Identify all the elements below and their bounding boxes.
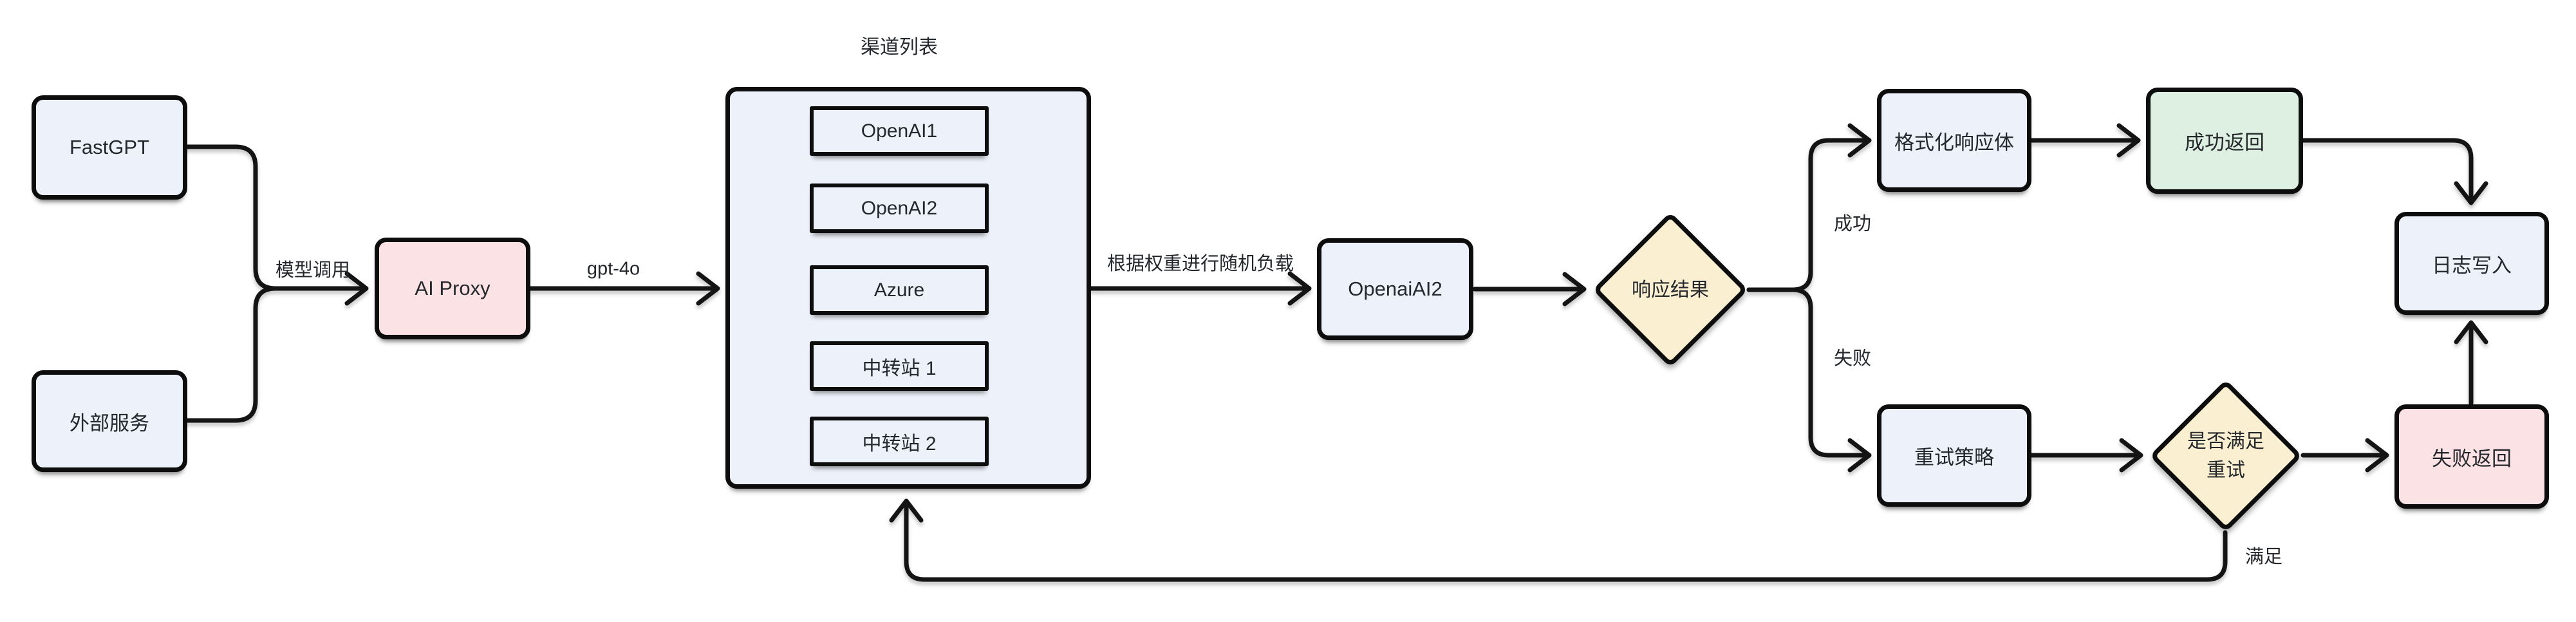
node-channel-azure: Azure	[810, 265, 989, 315]
edge-response-retry	[1746, 287, 1872, 473]
node-external-service: 外部服务	[32, 370, 187, 472]
edge-label-gpt-4o: gpt-4o	[586, 258, 640, 279]
edge-success-log	[2301, 138, 2488, 205]
edge-label-load-balance: 根据权重进行随机负载	[1106, 254, 1294, 274]
node-retry-check-label-line1: 是否满足	[2187, 431, 2264, 452]
edge-external-aiproxy	[183, 286, 350, 423]
node-channel-relay2: 中转站 2	[810, 417, 989, 466]
node-ai-proxy-label: AI Proxy	[415, 277, 490, 299]
node-response-result: 响应结果	[1592, 212, 1749, 368]
node-ai-proxy: AI Proxy	[375, 238, 530, 339]
node-success-return-label: 成功返回	[2185, 131, 2264, 154]
edge-label-satisfy: 满足	[2245, 547, 2283, 567]
edge-retrycheck-channels-loop	[889, 498, 2228, 582]
node-channel-openai2: OpenAI2	[810, 184, 989, 233]
node-channel-relay1: 中转站 1	[810, 341, 989, 391]
edge-label-success: 成功	[1833, 214, 1872, 234]
node-retry-check: 是否满足 重试	[2149, 379, 2303, 532]
node-response-result-label: 响应结果	[1632, 279, 1709, 301]
node-format-response: 格式化响应体	[1877, 89, 2031, 192]
node-format-response-label: 格式化响应体	[1894, 131, 2014, 154]
node-retry-check-label-line2: 重试	[2207, 460, 2245, 481]
node-channel-openai2-label: OpenAI2	[861, 197, 938, 219]
node-fail-return-label: 失败返回	[2432, 447, 2512, 470]
edge-label-fail: 失败	[1833, 348, 1872, 369]
node-log-write-label: 日志写入	[2432, 254, 2512, 277]
subgraph-title-channel-list: 渠道列表	[861, 37, 938, 58]
node-retry-strategy: 重试策略	[1877, 404, 2031, 507]
edge-label-model-call: 模型调用	[275, 260, 351, 281]
node-log-write: 日志写入	[2394, 212, 2549, 315]
node-fastgpt-label: FastGPT	[69, 136, 149, 158]
node-channel-azure-label: Azure	[873, 279, 925, 301]
node-external-service-label: 外部服务	[70, 411, 149, 435]
node-retry-strategy-label: 重试策略	[1914, 446, 1994, 469]
node-channel-relay1-label: 中转站 1	[862, 357, 937, 379]
node-fail-return: 失败返回	[2394, 404, 2549, 509]
node-channel-openai1: OpenAI1	[810, 106, 989, 156]
node-success-return: 成功返回	[2146, 88, 2303, 194]
node-channel-openai1-label: OpenAI1	[861, 120, 938, 142]
node-openaiai2: OpenaiAI2	[1317, 238, 1473, 340]
node-openaiai2-label: OpenaiAI2	[1348, 278, 1442, 300]
subgraph-channel-list: OpenAI1 OpenAI2 Azure 中转站 1 中转站 2	[725, 87, 1091, 489]
node-channel-relay2-label: 中转站 2	[862, 433, 937, 455]
node-fastgpt: FastGPT	[32, 95, 187, 200]
